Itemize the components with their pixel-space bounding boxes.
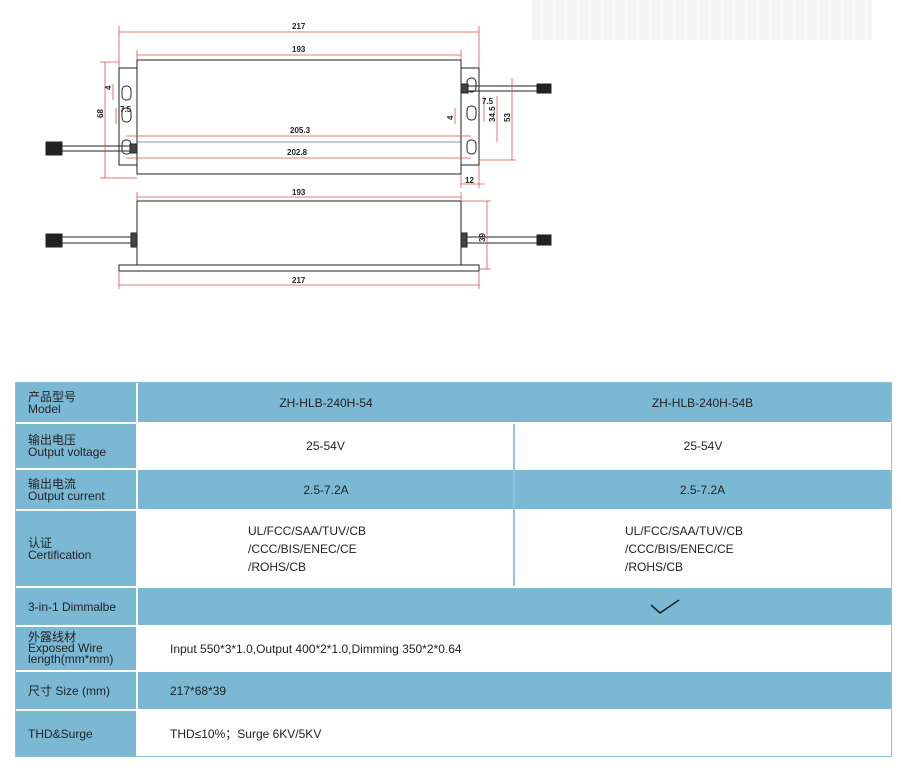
dim-left-hole: 4 — [104, 85, 113, 90]
dim-right-outer: 53 — [503, 113, 512, 122]
cert-col2-line2: /CCC/BIS/ENEC/CE — [625, 541, 734, 556]
model-col1: ZH-HLB-240H-54 — [138, 383, 514, 422]
dim-left-hole-pitch: 7.5 — [120, 105, 132, 114]
dim-right-hole: 4 — [446, 115, 455, 120]
row-model-label: 产品型号 Model — [16, 383, 136, 422]
cert-col1: UL/FCC/SAA/TUV/CB /CCC/BIS/ENEC/CE /ROHS… — [138, 511, 513, 586]
blurred-header-strip — [532, 0, 872, 40]
cert-col1-line3: /ROHS/CB — [248, 559, 307, 574]
dim-left-height: 68 — [96, 109, 105, 118]
cert-col1-line2: /CCC/BIS/ENEC/CE — [248, 541, 357, 556]
side-dimension-lines — [118, 192, 491, 289]
dim-inner-body: 202.8 — [287, 148, 308, 157]
cert-label-en: Certification — [28, 547, 92, 562]
size-value: 217*68*39 — [138, 672, 891, 709]
row-voltage-label: 输出电压 Output voltage — [16, 424, 136, 468]
row-cert-label: 认证 Certification — [16, 511, 136, 586]
spec-table: 产品型号 Model ZH-HLB-240H-54 ZH-HLB-240H-54… — [15, 382, 892, 757]
side-dimension-labels: 193 39 217 — [292, 188, 487, 285]
wire-value: Input 550*3*1.0,Output 400*2*1.0,Dimming… — [170, 641, 462, 656]
voltage-col2: 25-54V — [683, 439, 723, 453]
wire-label-en1: Exposed Wire — [28, 641, 103, 655]
dim-top-overall: 217 — [292, 22, 306, 31]
row-wire-label: 外露线材 Exposed Wire length(mm*mm) — [16, 627, 136, 670]
col2-divider — [513, 424, 515, 586]
cert-col2-line3: /ROHS/CB — [625, 559, 684, 574]
dim-right-hole-pitch: 7.5 — [482, 97, 494, 106]
side-view — [45, 200, 552, 272]
row-current-label: 输出电流 Output current — [16, 470, 136, 509]
dim-tab: 12 — [465, 176, 474, 185]
dim-side-height: 39 — [478, 233, 487, 242]
current-label-en: Output current — [28, 488, 105, 503]
model-label-en: Model — [28, 401, 61, 416]
dim-right-inner: 34.5 — [488, 106, 497, 122]
dim-top-body: 193 — [292, 45, 306, 54]
model-label-cn: 产品型号 — [28, 389, 77, 404]
cert-col1-line1: UL/FCC/SAA/TUV/CB — [248, 523, 367, 538]
voltage-label-en: Output voltage — [28, 445, 107, 459]
cert-label-cn: 认证 — [28, 535, 53, 550]
row-dimmable-label: 3-in-1 Dimmalbe — [16, 588, 136, 625]
current-col2: 2.5-7.2A — [514, 470, 891, 509]
top-view — [45, 59, 552, 175]
current-label-cn: 输出电流 — [28, 476, 77, 491]
row-thd-label: THD&Surge — [16, 711, 136, 756]
dim-side-overall: 217 — [292, 276, 306, 285]
col-divider — [136, 383, 138, 756]
cert-col2-line1: UL/FCC/SAA/TUV/CB — [625, 523, 744, 538]
wire-label-cn: 外露线材 — [28, 630, 77, 644]
wire-label-en2: length(mm*mm) — [28, 652, 114, 666]
dimension-drawing: 217 193 68 4 7.5 205.3 202.8 4 7.5 34.5 … — [45, 22, 552, 289]
voltage-col1: 25-54V — [306, 439, 345, 453]
checkmark-icon — [650, 599, 680, 615]
dim-side-body: 193 — [292, 188, 306, 197]
row-size-label: 尺寸 Size (mm) — [16, 672, 136, 709]
voltage-label-cn: 输出电压 — [28, 433, 77, 447]
top-dimension-lines — [100, 26, 516, 188]
thd-value: THD≤10%；Surge 6KV/5KV — [170, 727, 322, 741]
top-dimension-labels: 217 193 68 4 7.5 205.3 202.8 4 7.5 34.5 … — [96, 22, 512, 185]
row-dimmable-value — [138, 588, 891, 625]
model-col2: ZH-HLB-240H-54B — [514, 383, 891, 422]
cert-col2: UL/FCC/SAA/TUV/CB /CCC/BIS/ENEC/CE /ROHS… — [515, 511, 891, 586]
dim-inner-pitch: 205.3 — [290, 126, 311, 135]
current-col1: 2.5-7.2A — [138, 470, 514, 509]
